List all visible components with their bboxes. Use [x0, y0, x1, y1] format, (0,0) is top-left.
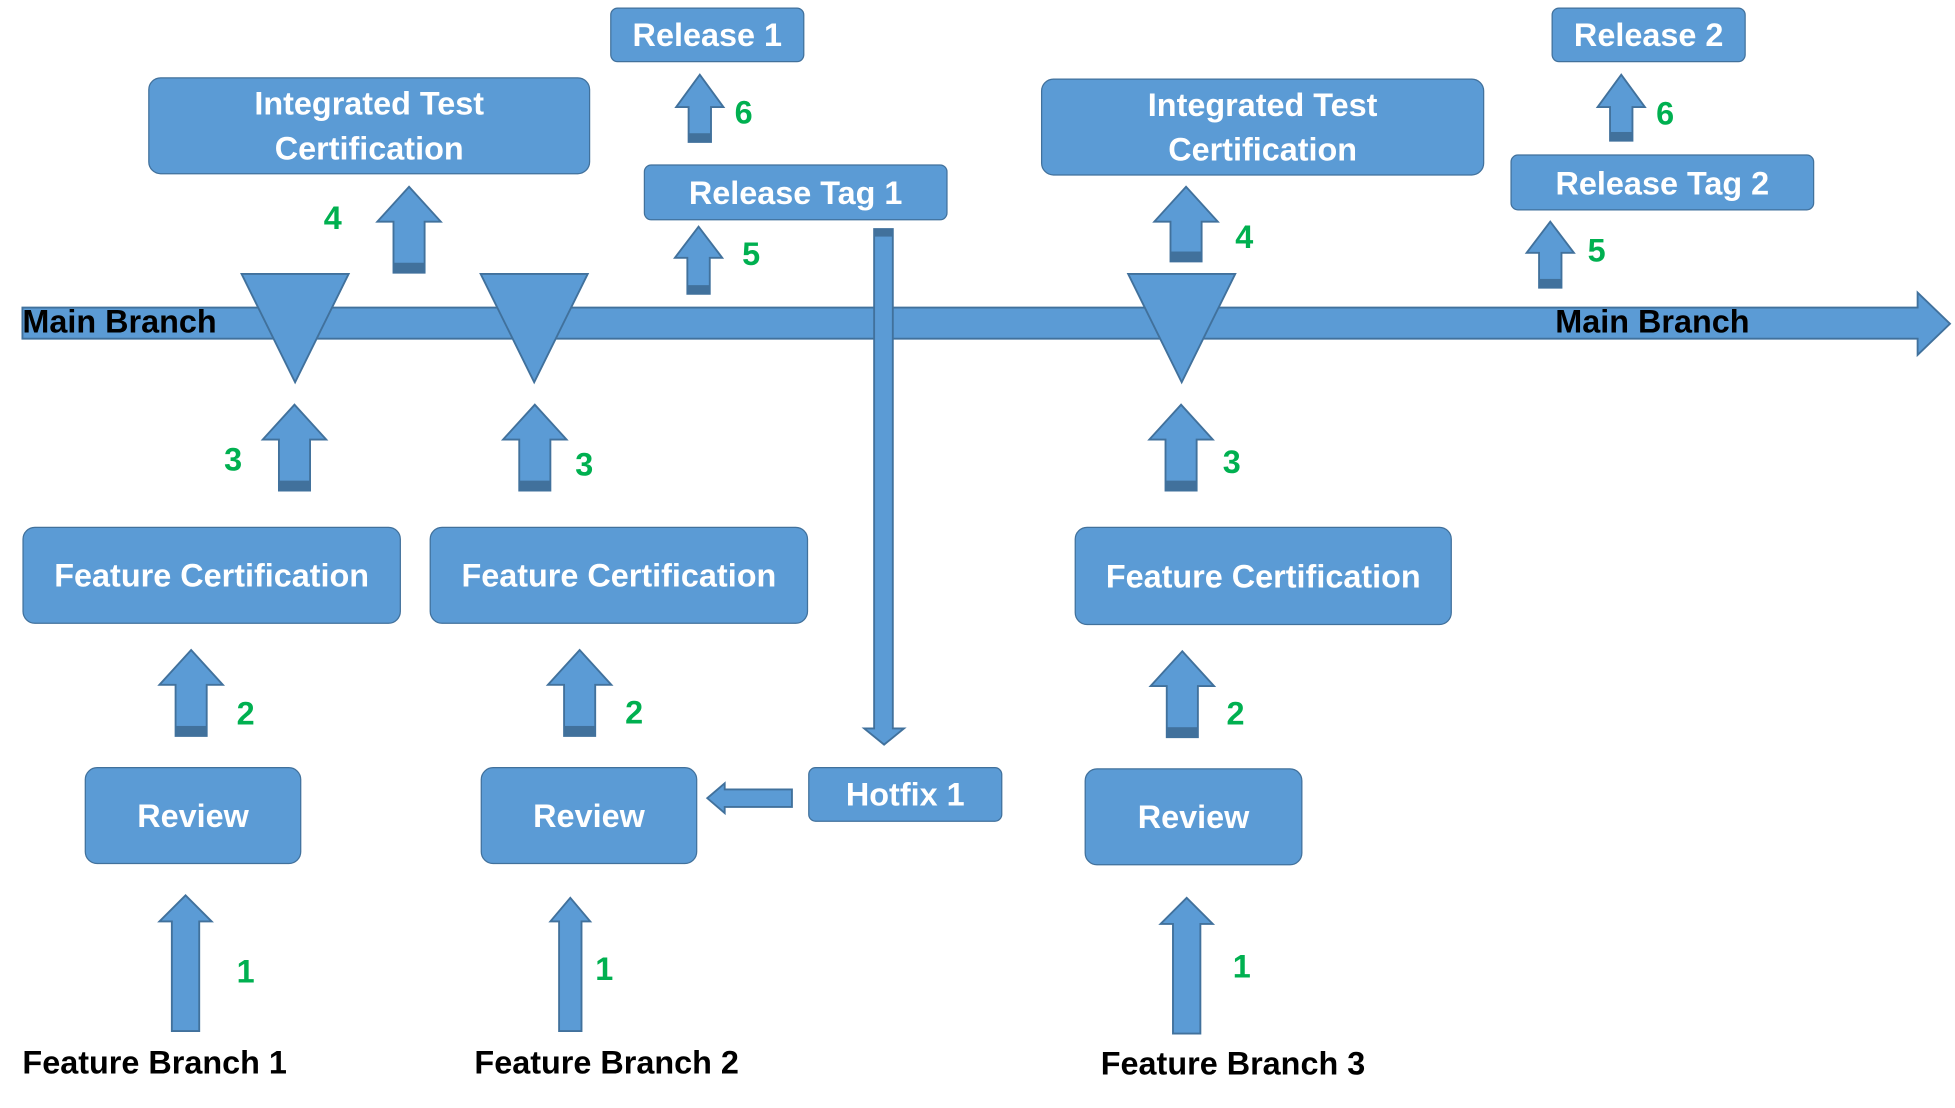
merge-triangle-1 — [240, 273, 351, 385]
step-number-3: 3 — [575, 445, 594, 484]
integrated-test-label-line1: Integrated Test — [254, 84, 485, 123]
review-label: Review — [1137, 798, 1250, 836]
feature-certification-box-1: Feature Certification — [22, 526, 401, 624]
integrated-test-label-line2: Certification — [274, 129, 464, 167]
step-number-5: 5 — [1587, 231, 1606, 269]
step-number-2: 2 — [1226, 694, 1245, 733]
feature-certification-box-3: Feature Certification — [1074, 526, 1452, 626]
arrow-base-shade — [874, 229, 893, 237]
arrow-base-shade — [1539, 278, 1562, 288]
arrow-base-shade — [1610, 131, 1633, 141]
arrow-base-shade — [519, 480, 551, 491]
step-number-3: 3 — [224, 440, 243, 479]
merge-triangle-2 — [479, 273, 590, 385]
hotfix-box: Hotfix 1 — [808, 767, 1003, 822]
review-box-2: Review — [480, 767, 698, 865]
step-number-2: 2 — [625, 693, 644, 731]
arrow-base-shade — [688, 133, 712, 142]
review-label: Review — [533, 796, 645, 835]
integrated-test-box-1: Integrated Test Certification — [148, 77, 591, 175]
arrow-base-shade — [1170, 251, 1202, 262]
merge-triangle-3 — [1126, 273, 1237, 385]
arrow-base-shade — [687, 285, 710, 294]
hotfix-label: Hotfix 1 — [845, 775, 965, 814]
release-label: Release 1 — [632, 16, 782, 54]
release-tag-1-box: Release Tag 1 — [643, 164, 948, 221]
hotfix-to-review-arrow — [705, 781, 793, 816]
release-tag-2-box: Release Tag 2 — [1510, 154, 1815, 211]
review-box-1: Review — [84, 767, 302, 865]
step2-arrow-branch3 — [1148, 649, 1217, 739]
release-1-box: Release 1 — [610, 7, 805, 63]
integrated-test-label-line1: Integrated Test — [1147, 85, 1378, 124]
step-number-2: 2 — [236, 694, 255, 733]
step-number-5: 5 — [742, 235, 761, 273]
feature-branch-2-label: Feature Branch 2 — [474, 1043, 739, 1081]
step3-arrow-branch3 — [1147, 403, 1215, 492]
feature-certification-label: Feature Certification — [54, 556, 370, 594]
step3-arrow-branch1 — [260, 403, 329, 492]
step1-arrow-branch1 — [157, 893, 214, 1032]
step6-arrow-2 — [1595, 73, 1647, 142]
step2-arrow-branch2 — [545, 648, 614, 737]
main-branch-label-right: Main Branch — [1555, 302, 1750, 340]
step6-arrow-1 — [674, 73, 726, 143]
arrow-base-shade — [564, 725, 596, 736]
arrow-base-shade — [1166, 727, 1198, 738]
step4-arrow-2 — [1152, 185, 1220, 263]
release-tag-label: Release Tag 2 — [1555, 163, 1770, 202]
step1-arrow-branch2 — [548, 896, 593, 1032]
main-branch-label-left: Main Branch — [22, 302, 217, 340]
arrow-base-shade — [175, 725, 207, 736]
step-number-1: 1 — [1232, 947, 1251, 985]
step-number-4: 4 — [323, 199, 342, 237]
release-label: Release 2 — [1573, 16, 1724, 54]
arrow-base-shade — [1165, 480, 1197, 491]
feature-branch-1-label: Feature Branch 1 — [22, 1043, 287, 1081]
step1-arrow-branch3 — [1158, 896, 1216, 1035]
arrow-base-shade — [393, 262, 425, 273]
feature-certification-label: Feature Certification — [1105, 557, 1421, 595]
step-number-6: 6 — [734, 93, 753, 131]
step5-arrow-1 — [673, 225, 725, 295]
step3-arrow-branch2 — [500, 403, 569, 492]
step-number-1: 1 — [236, 952, 255, 990]
step-number-4: 4 — [1235, 217, 1254, 256]
arrow-base-shade — [278, 480, 311, 491]
step-number-3: 3 — [1222, 443, 1241, 481]
step-number-1: 1 — [595, 950, 614, 988]
step4-arrow-1 — [375, 185, 443, 274]
integrated-test-box-2: Integrated Test Certification — [1040, 78, 1485, 176]
step2-arrow-branch1 — [157, 648, 226, 737]
feature-certification-box-2: Feature Certification — [429, 526, 809, 624]
step5-arrow-2 — [1524, 220, 1576, 289]
hotfix-down-arrow — [861, 228, 907, 746]
feature-branch-3-label: Feature Branch 3 — [1100, 1044, 1366, 1083]
review-label: Review — [137, 796, 249, 835]
feature-certification-label: Feature Certification — [461, 556, 777, 594]
review-box-3: Review — [1084, 768, 1303, 866]
release-tag-label: Release Tag 1 — [688, 173, 903, 212]
step-number-6: 6 — [1656, 94, 1675, 132]
integrated-test-label-line2: Certification — [1168, 130, 1358, 169]
release-2-box: Release 2 — [1551, 7, 1746, 63]
